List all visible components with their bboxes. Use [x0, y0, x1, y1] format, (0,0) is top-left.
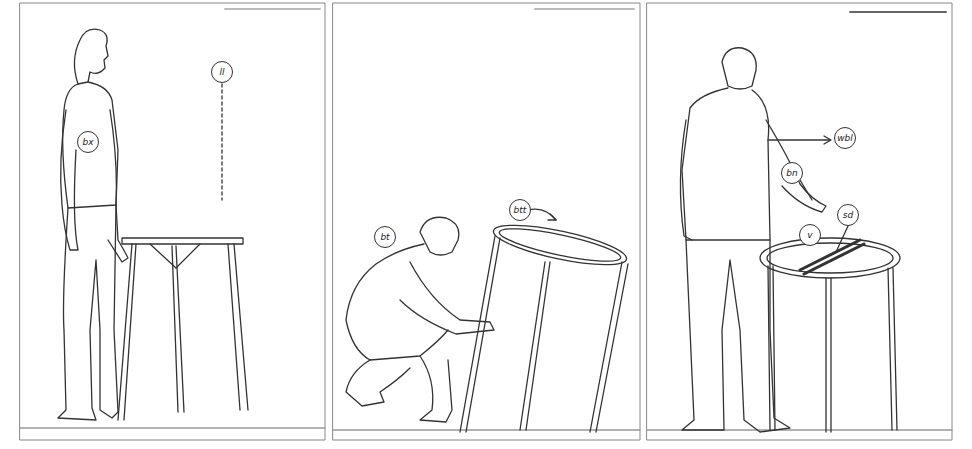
crouching-man [346, 217, 494, 422]
folding-stand [760, 238, 900, 432]
panel-frame [333, 3, 640, 440]
panel-frame [20, 3, 325, 440]
standing-man-back [680, 48, 826, 432]
callout-label: btt [509, 199, 531, 221]
callout-label: wbl [834, 127, 856, 149]
folding-stand [460, 217, 629, 432]
callout-label: ll [211, 61, 233, 83]
standing-man [58, 29, 128, 420]
callout-label: v [799, 224, 821, 246]
leader-arrow [528, 209, 556, 220]
header-mark [535, 8, 634, 10]
folding-stand [118, 238, 248, 420]
header-mark [225, 8, 320, 10]
arrow-head [548, 214, 556, 220]
height-line [221, 84, 222, 200]
callout-label: bx [77, 131, 99, 153]
header-mark [850, 11, 946, 13]
callout-label: bt [374, 226, 396, 248]
panel-frame [647, 3, 952, 440]
callout-label: bn [781, 162, 803, 184]
leader-line [800, 180, 812, 200]
callout-label: sd [837, 204, 859, 226]
arrow-head [824, 136, 831, 144]
ground-line [333, 429, 640, 430]
ground-line [20, 427, 325, 428]
leader-line [836, 226, 848, 252]
leader-arrow [768, 139, 830, 140]
